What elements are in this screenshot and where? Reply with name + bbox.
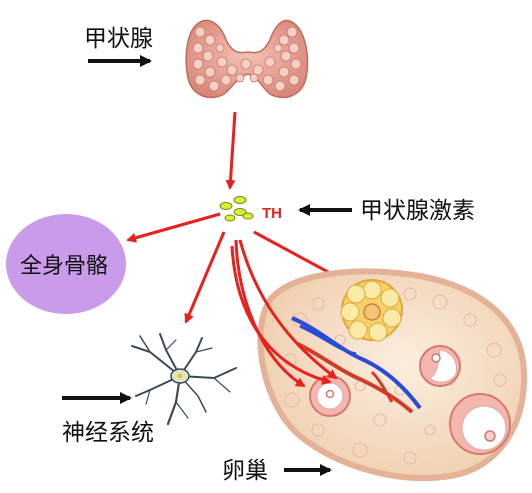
ovary-icon [257, 268, 528, 482]
bone-label: 全身骨骼 [20, 254, 108, 279]
arrow-hormone-to-ovary-2 [230, 245, 332, 385]
thyroid-label: 甲状腺 [84, 26, 153, 52]
arrow-thyroid-to-hormone [225, 111, 237, 190]
hormone-pellets-icon [219, 196, 254, 222]
neuron-icon [131, 333, 237, 426]
ovary-label: 卵巢 [222, 458, 268, 484]
arrow-hormone-to-ovary-3 [238, 239, 338, 380]
thyroid-gland-icon [185, 19, 309, 99]
nervous-label: 神经系统 [62, 420, 154, 446]
hormone-label: 甲状腺激素 [360, 198, 475, 224]
th-label: TH [262, 205, 282, 222]
bone-node: 全身骨骼 [6, 214, 126, 314]
arrow-hormone-to-bone [126, 212, 221, 243]
arrow-hormone-to-nervous [184, 231, 226, 324]
